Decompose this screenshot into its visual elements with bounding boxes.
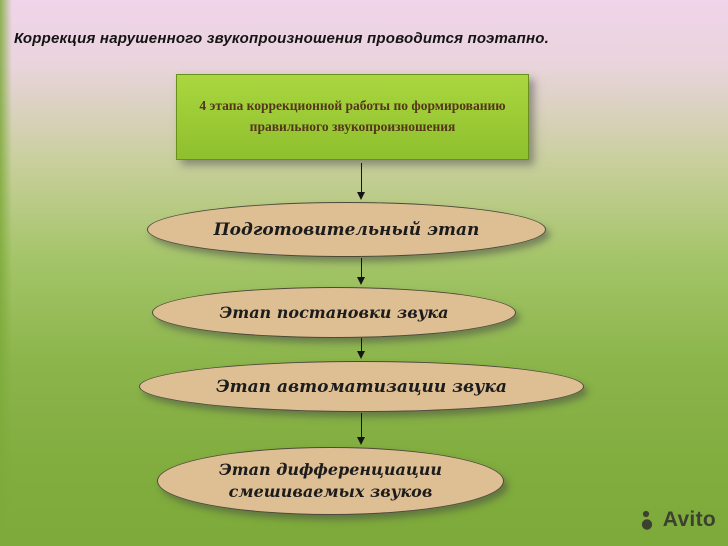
- avito-logo-icon: [638, 507, 660, 533]
- stage-ellipse-sound-automation: Этап автоматизации звука: [139, 361, 584, 412]
- avito-watermark-text: Avito: [662, 508, 716, 531]
- slide-left-edge-gradient: [0, 0, 12, 546]
- flow-arrow-down-icon: [357, 258, 366, 285]
- flowchart-header-text: 4 этапа коррекционной работы по формиров…: [199, 98, 506, 134]
- flow-arrow-down-icon: [357, 338, 366, 359]
- avito-watermark: Avito: [638, 507, 716, 533]
- stage-ellipse-preparatory: Подготовительный этап: [147, 202, 546, 257]
- slide-title: Коррекция нарушенного звукопроизношения …: [14, 30, 549, 47]
- stage-ellipse-sound-production: Этап постановки звука: [152, 287, 516, 338]
- flow-arrow-down-icon: [357, 163, 366, 200]
- stage-ellipse-sound-differentiation: Этап дифференциации смешиваемых звуков: [157, 447, 504, 515]
- flow-arrow-down-icon: [357, 413, 366, 445]
- flowchart-header-box: 4 этапа коррекционной работы по формиров…: [176, 74, 529, 160]
